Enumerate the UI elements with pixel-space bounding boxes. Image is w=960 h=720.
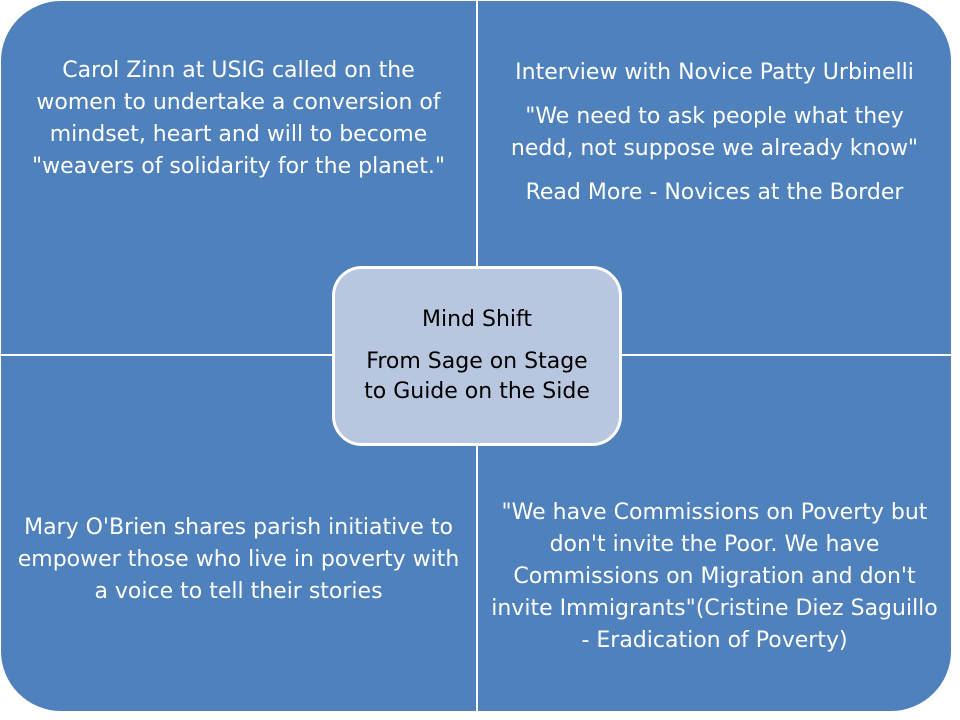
quadrant-top-right: Interview with Novice Patty Urbinelli "W… bbox=[478, 1, 951, 354]
center-subtitle: From Sage on Stage to Guide on the Side bbox=[364, 349, 590, 404]
read-more-link[interactable]: Read More - Novices at the Border bbox=[525, 180, 904, 205]
interview-heading: Interview with Novice Patty Urbinelli bbox=[515, 60, 914, 85]
quadrant-top-left: Carol Zinn at USIG called on the women t… bbox=[1, 1, 476, 354]
interview-quote: "We need to ask people what they nedd, n… bbox=[510, 104, 919, 161]
quadrant-top-left-text: Carol Zinn at USIG called on the women t… bbox=[32, 58, 445, 179]
center-box: Mind Shift From Sage on Stage to Guide o… bbox=[332, 266, 622, 446]
quadrant-bottom-right-text: "We have Commissions on Poverty but don'… bbox=[491, 500, 938, 653]
center-title: Mind Shift bbox=[422, 307, 532, 332]
quadrant-bottom-left-text: Mary O'Brien shares parish initiative to… bbox=[17, 515, 460, 604]
